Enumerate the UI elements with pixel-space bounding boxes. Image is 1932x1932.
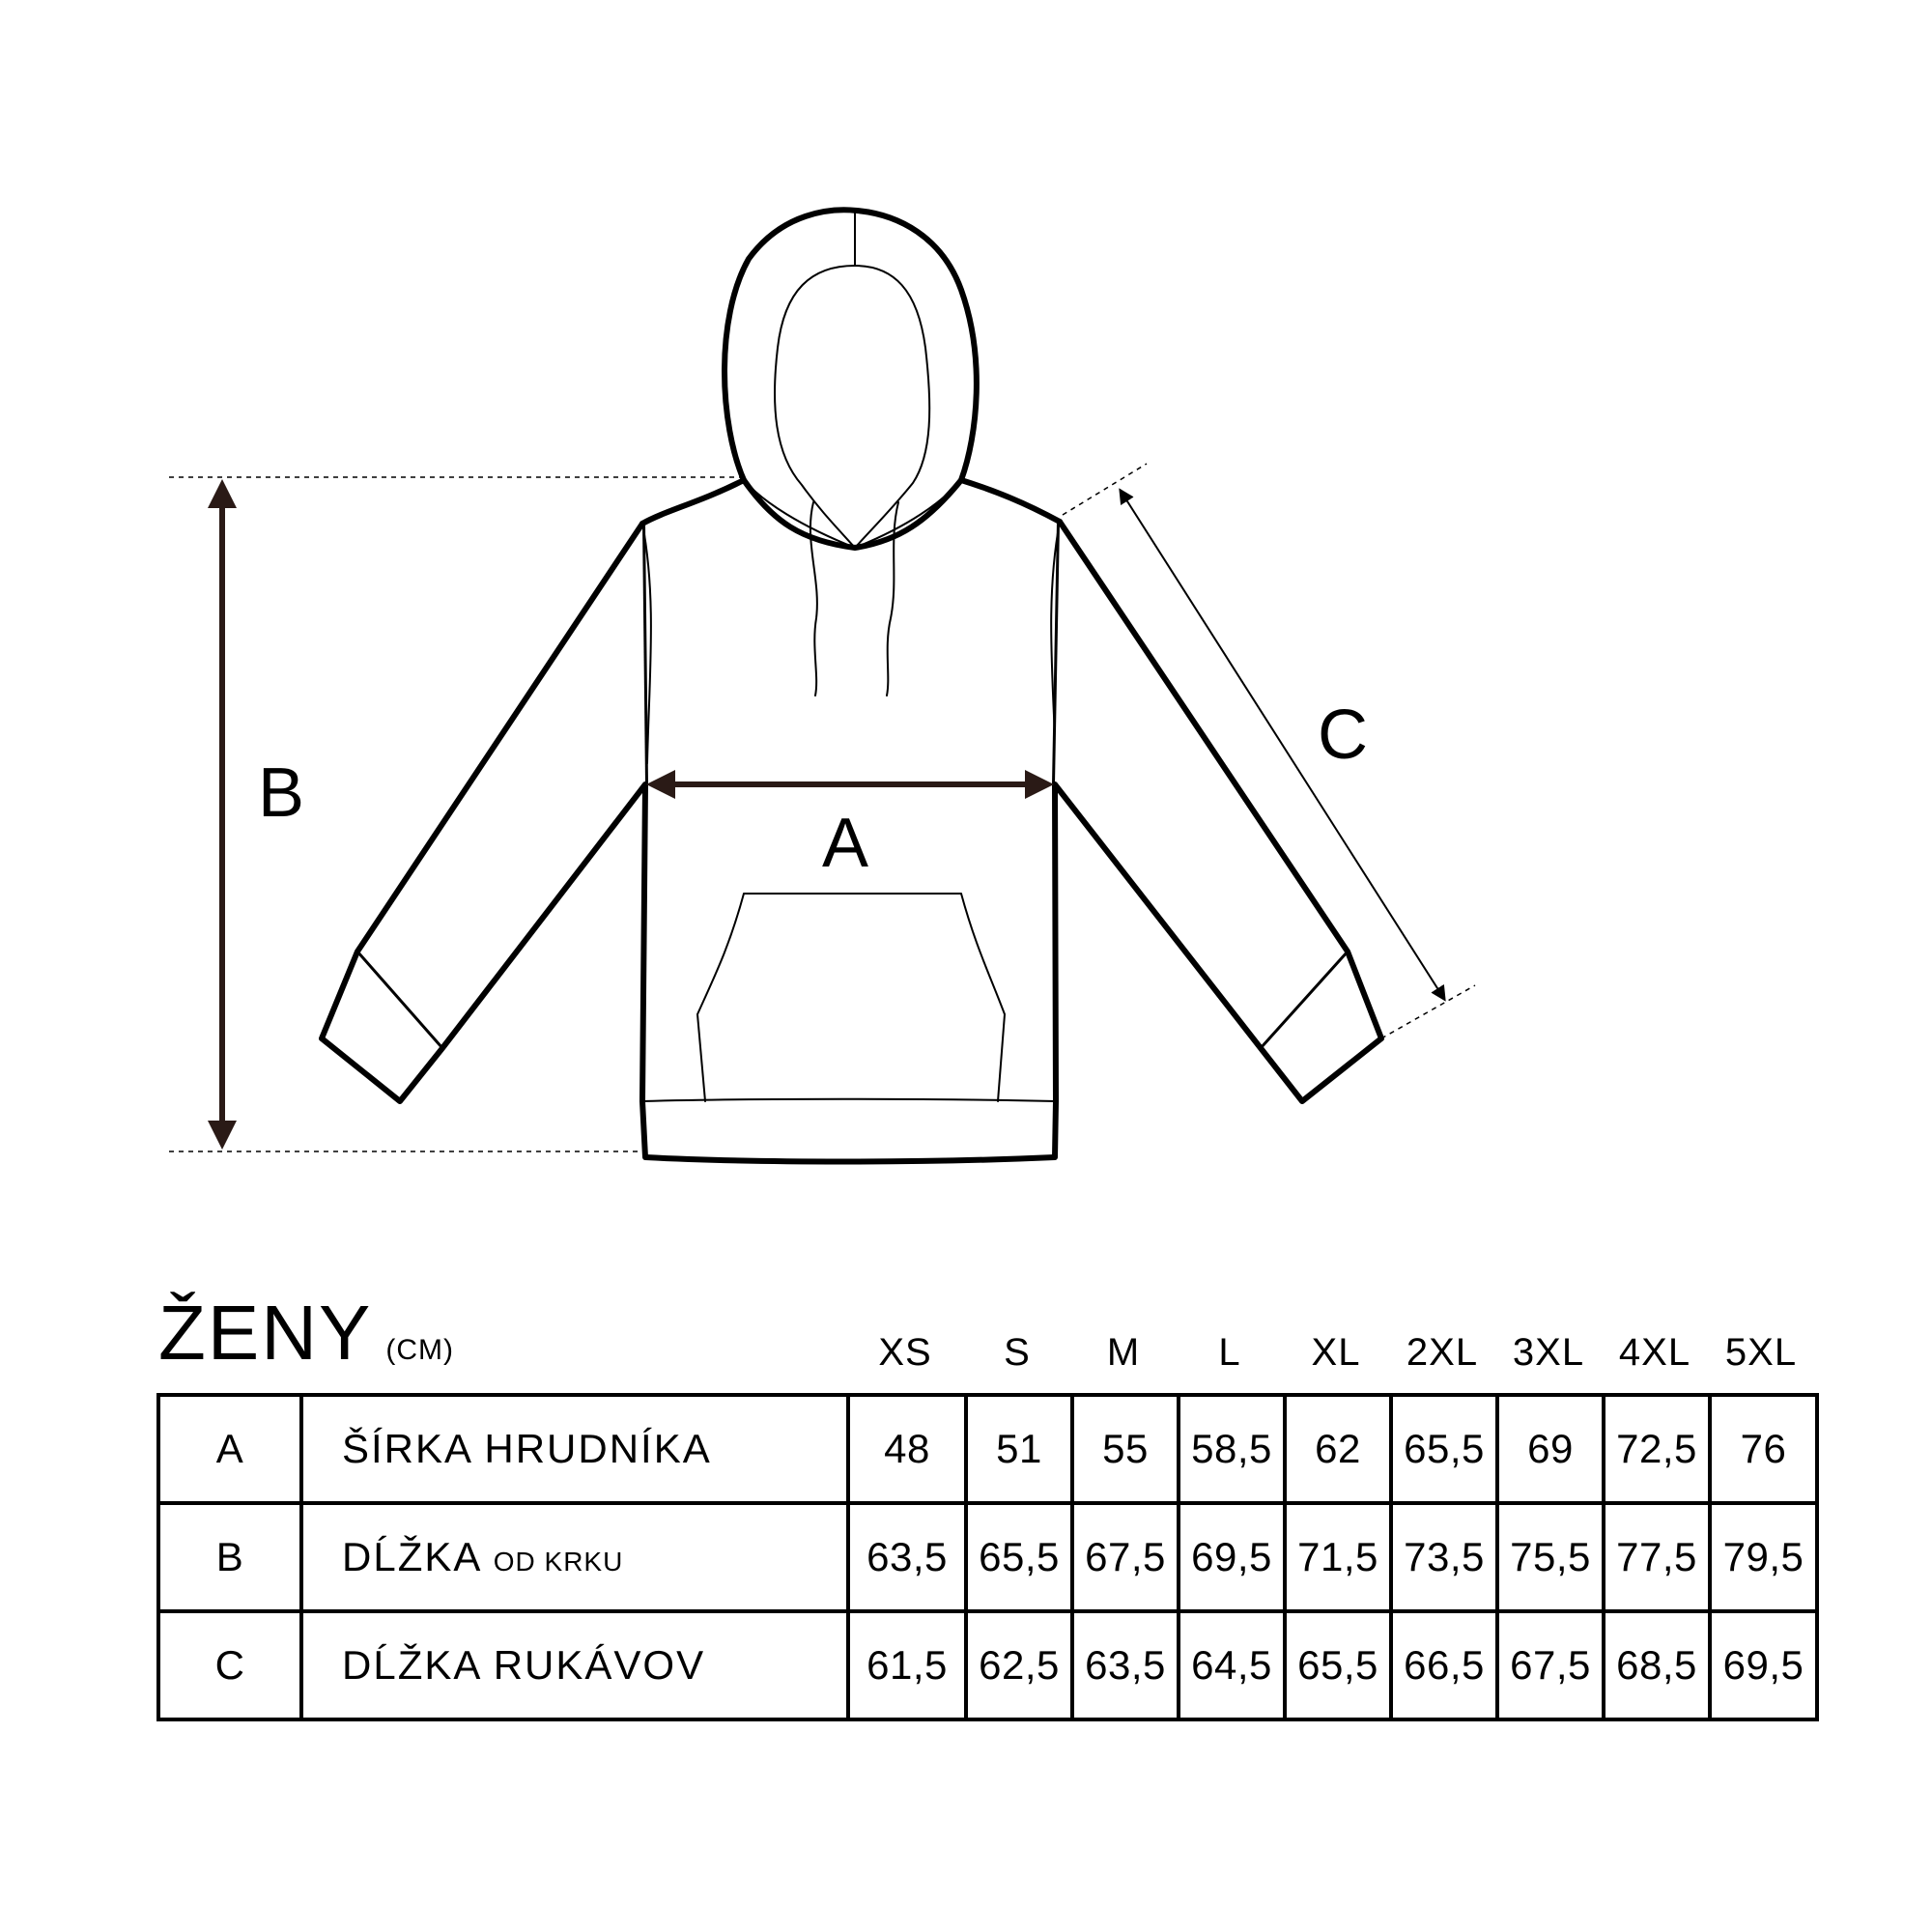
row-id: C — [156, 1609, 303, 1721]
table-cell: 68,5 — [1602, 1609, 1712, 1721]
guide-cuff — [1380, 984, 1476, 1039]
side-seam-left — [641, 523, 652, 764]
table-cell: 63,5 — [846, 1501, 968, 1613]
waistband-seam — [641, 1097, 1057, 1102]
table-cell: 71,5 — [1283, 1501, 1393, 1613]
kangaroo-pocket — [696, 893, 1006, 1102]
drawstring-right — [886, 501, 899, 696]
table-cell: 61,5 — [846, 1609, 968, 1721]
row-name-text: DĹŽKA — [342, 1534, 481, 1579]
table-cell: 65,5 — [1283, 1609, 1393, 1721]
size-header-5xl: 5XL — [1724, 1330, 1798, 1374]
table-cell: 63,5 — [1070, 1609, 1180, 1721]
drawstring-left — [809, 501, 818, 696]
row-name-text: DĹŽKA RUKÁVOV — [342, 1642, 706, 1688]
size-header-4xl: 4XL — [1618, 1330, 1691, 1374]
row-id: B — [156, 1501, 303, 1613]
measure-arrow-c — [1119, 488, 1446, 1002]
table-cell: 67,5 — [1070, 1501, 1180, 1613]
sleeve-right — [1052, 519, 1384, 1104]
table-cell: 62,5 — [964, 1609, 1074, 1721]
table-row: B DĹŽKA OD KRKU 63,5 65,5 67,5 69,5 71,5… — [156, 1501, 1819, 1613]
table-row: C DĹŽKA RUKÁVOV 61,5 62,5 63,5 64,5 65,5… — [156, 1609, 1819, 1721]
side-seam-right — [1050, 521, 1061, 764]
table-cell: 65,5 — [964, 1501, 1074, 1613]
table-cell: 72,5 — [1602, 1393, 1712, 1505]
table-row: A ŠÍRKA HRUDNÍKA 48 51 55 58,5 62 65,5 6… — [156, 1393, 1819, 1505]
table-cell: 64,5 — [1177, 1609, 1287, 1721]
size-header-3xl: 3XL — [1512, 1330, 1585, 1374]
table-cell: 65,5 — [1389, 1393, 1499, 1505]
table-cell: 69,5 — [1177, 1501, 1287, 1613]
size-header-l: L — [1218, 1330, 1241, 1374]
table-cell: 76 — [1708, 1393, 1819, 1505]
size-header-s: S — [1004, 1330, 1031, 1374]
title-text: ŽENY — [158, 1290, 373, 1376]
hood-front-right — [854, 479, 962, 549]
hoodie-measurement-diagram: B A C — [169, 207, 1476, 1165]
table-cell: 77,5 — [1602, 1501, 1712, 1613]
measure-label-c: C — [1318, 696, 1368, 774]
hood-front-left — [743, 479, 856, 549]
table-cell: 62 — [1283, 1393, 1393, 1505]
table-cell: 67,5 — [1495, 1609, 1605, 1721]
size-header-2xl: 2XL — [1406, 1330, 1479, 1374]
table-cell: 75,5 — [1495, 1501, 1605, 1613]
table-cell: 55 — [1070, 1393, 1180, 1505]
size-header-xl: XL — [1311, 1330, 1361, 1374]
table-cell: 73,5 — [1389, 1501, 1499, 1613]
table-cell: 66,5 — [1389, 1609, 1499, 1721]
table-cell: 79,5 — [1708, 1501, 1819, 1613]
size-header-xs: XS — [878, 1330, 932, 1374]
sleeve-left — [319, 521, 648, 1104]
hoodie-outline — [319, 207, 1384, 1165]
guide-shoulder — [1062, 463, 1148, 516]
row-name-text: ŠÍRKA HRUDNÍKA — [342, 1426, 712, 1471]
measure-label-a: A — [822, 805, 868, 882]
table-cell: 69,5 — [1708, 1609, 1819, 1721]
row-name: DĹŽKA RUKÁVOV — [299, 1609, 850, 1721]
unit-text: (CM) — [385, 1334, 454, 1366]
hood-outer — [722, 207, 980, 483]
table-cell: 58,5 — [1177, 1393, 1287, 1505]
row-name-suffix: OD KRKU — [493, 1547, 624, 1577]
size-header-m: M — [1106, 1330, 1141, 1374]
size-table: A ŠÍRKA HRUDNÍKA 48 51 55 58,5 62 65,5 6… — [156, 1393, 1819, 1721]
measure-label-b: B — [258, 754, 304, 832]
table-cell: 51 — [964, 1393, 1074, 1505]
guide-lines — [169, 463, 1476, 1152]
row-id: A — [156, 1393, 303, 1505]
table-cell: 69 — [1495, 1393, 1605, 1505]
row-name: DĹŽKA OD KRKU — [299, 1501, 850, 1613]
size-chart-title: ŽENY (CM) — [158, 1294, 454, 1372]
table-cell: 48 — [846, 1393, 968, 1505]
cuff-left — [355, 950, 444, 1050]
row-name: ŠÍRKA HRUDNÍKA — [299, 1393, 850, 1505]
